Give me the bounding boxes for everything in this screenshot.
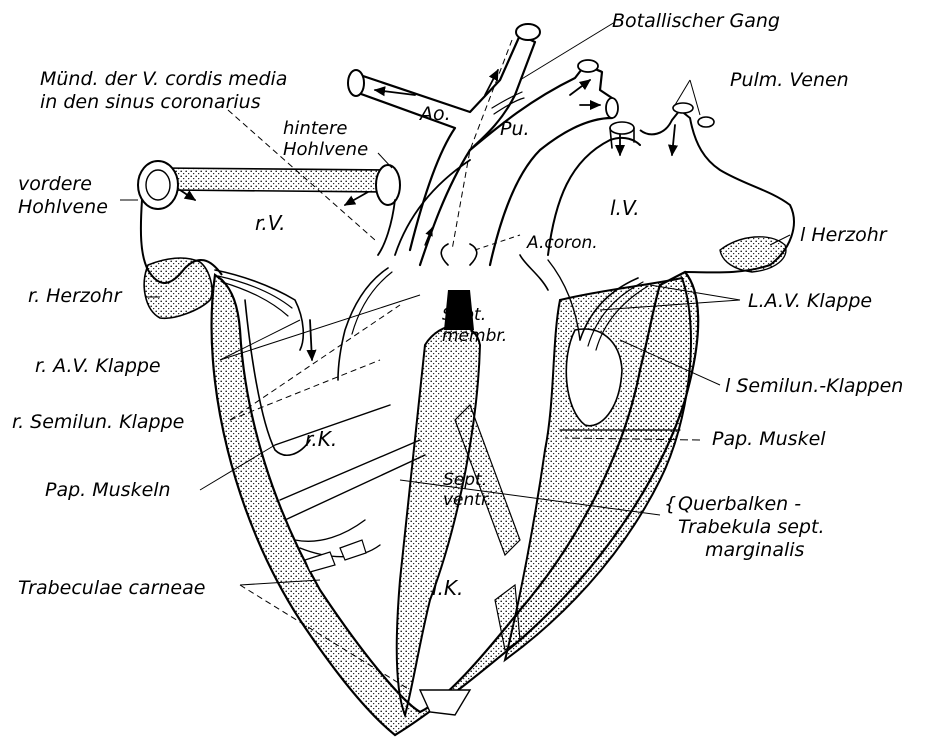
label-right-ventricle: r.K.: [305, 427, 337, 451]
label-pap-muskel: Pap. Muskel: [712, 428, 826, 450]
label-l-semilun: l Semilun.-Klappen: [725, 375, 903, 397]
label-hintere-line1: hintere: [283, 118, 347, 139]
label-sept-ventr-line2: ventr.: [443, 490, 492, 510]
label-right-atrium: r.V.: [255, 211, 286, 235]
label-botallischer-gang: Botallischer Gang: [612, 10, 780, 32]
label-muend-line2: in den sinus coronarius: [40, 91, 261, 113]
label-a-coron: A.coron.: [526, 233, 598, 253]
label-pap-muskeln: Pap. Muskeln: [45, 479, 171, 501]
label-querbalken-line1: Querbalken -: [678, 493, 801, 515]
label-aorta: Ao.: [418, 103, 451, 125]
label-sept-ventr-line1: Sept.: [443, 470, 487, 490]
label-querbalken-line3: marginalis: [705, 539, 805, 561]
label-vordere-line1: vordere: [18, 173, 92, 195]
label-muend-line1: Münd. der V. cordis media: [40, 68, 287, 90]
label-sept-membr-line1: Sept.: [442, 305, 486, 325]
label-pulmonalis: Pu.: [500, 118, 530, 140]
label-hintere-line2: Hohlvene: [283, 139, 368, 160]
label-left-atrium: l.V.: [610, 196, 640, 220]
label-querbalken-line2: Trabekula sept.: [678, 516, 824, 538]
label-l-herzohr: l Herzohr: [800, 224, 888, 246]
label-r-semilun: r. Semilun. Klappe: [12, 411, 184, 433]
label-vordere-line2: Hohlvene: [18, 196, 108, 218]
label-sept-membr-line2: membr.: [442, 326, 507, 346]
right-atrium: [138, 161, 400, 318]
label-rav-klappe: r. A.V. Klappe: [35, 355, 161, 377]
label-r-herzohr: r. Herzohr: [28, 285, 123, 307]
label-pulm-venen: Pulm. Venen: [730, 69, 849, 91]
label-lav-klappe: L.A.V. Klappe: [748, 290, 872, 312]
left-ventricle-wall: [505, 278, 691, 660]
label-left-ventricle: l.K.: [432, 576, 463, 600]
label-brace: {: [664, 493, 676, 515]
label-trabeculae: Trabeculae carneae: [18, 577, 205, 599]
